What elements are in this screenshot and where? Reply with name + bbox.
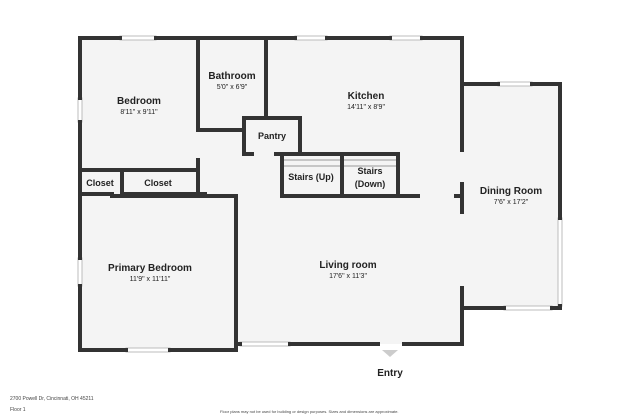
stairs-down-line2: (Down)	[355, 179, 386, 189]
living-room-dims: 17'6" x 11'3"	[329, 273, 367, 280]
closet-2-name: Closet	[144, 178, 172, 188]
bathroom-dims: 5'0" x 6'9"	[217, 84, 248, 91]
kitchen-dims: 14'11" x 8'9"	[347, 104, 385, 111]
dining-dims: 7'6" x 17'2"	[494, 199, 529, 206]
stairs-up-name: Stairs (Up)	[288, 172, 334, 182]
kitchen-name: Kitchen	[348, 91, 385, 102]
primary-bedroom-name: Primary Bedroom	[108, 263, 192, 274]
entry-label: Entry	[377, 368, 403, 379]
living-room-name: Living room	[319, 260, 376, 271]
primary-bedroom-dims: 11'9" x 11'11"	[130, 276, 171, 283]
bathroom-name: Bathroom	[208, 71, 255, 82]
entry-arrow-icon	[382, 350, 398, 357]
bedroom-name: Bedroom	[117, 96, 161, 107]
footer-floor: Floor 1	[10, 407, 26, 413]
footer-disclaimer: Floor plans may not be used for building…	[220, 409, 399, 414]
bedroom-dims: 8'11" x 9'11"	[120, 109, 158, 116]
stairs-down-line1: Stairs	[357, 166, 382, 176]
stair-treads	[284, 159, 396, 167]
pantry-name: Pantry	[258, 131, 286, 141]
footer-address: 2700 Powell Dr, Cincinnati, OH 45211	[10, 396, 94, 402]
closet-1-name: Closet	[86, 178, 114, 188]
dining-name: Dining Room	[480, 186, 542, 197]
walls	[78, 36, 562, 352]
